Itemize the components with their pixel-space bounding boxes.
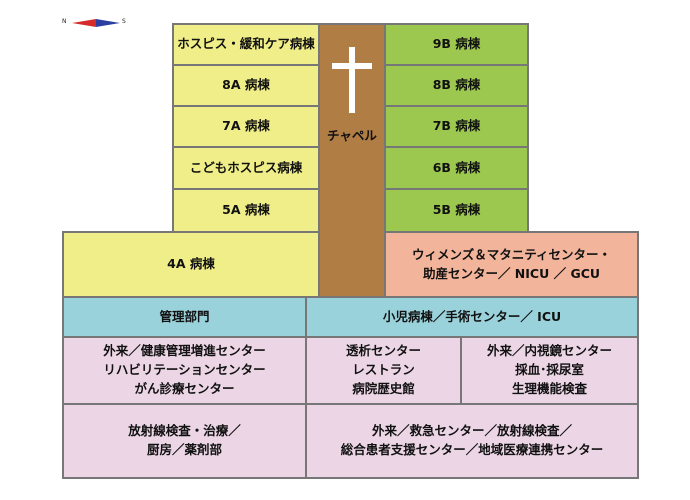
admin-dept[interactable]: 管理部門 [62,296,307,338]
emergency-center[interactable]: 外来／救急センター／放射線検査／ 総合患者支援センター／地域医療連携センター [305,403,639,479]
pediatric-surgery-icu-label: 小児病棟／手術センター／ ICU [382,308,562,324]
ward-hospice-label: ホスピス・緩和ケア病棟 [177,36,315,52]
ward-6b-label: 6B 病棟 [432,159,481,175]
womens-maternity-center-label: ウィメンズ＆マタニティセンター・ 助産センター／ NICU ／ GCU [411,246,611,281]
ward-5b-label: 5B 病棟 [432,202,481,218]
ward-8a[interactable]: 8A 病棟 [172,64,320,107]
ward-4a[interactable]: 4A 病棟 [62,231,320,298]
chapel[interactable]: チャペル [318,23,386,298]
compass-south-label: S [122,18,126,25]
dialysis-center[interactable]: 透析センター レストラン 病院歴史館 [305,336,462,405]
ward-9b-label: 9B 病棟 [432,36,481,52]
compass-needle-icon [72,19,120,27]
dialysis-center-label: 透析センター レストラン 病院歴史館 [345,343,421,396]
ward-kids-hospice[interactable]: こどもホスピス病棟 [172,146,320,190]
ward-7b[interactable]: 7B 病棟 [384,105,529,148]
ward-hospice[interactable]: ホスピス・緩和ケア病棟 [172,23,320,66]
ward-8a-label: 8A 病棟 [222,77,270,93]
chapel-label: チャペル [327,128,377,143]
emergency-center-label: 外来／救急センター／放射線検査／ 総合患者支援センター／地域医療連携センター [340,423,604,457]
compass-north-label: N [62,18,67,25]
pediatric-surgery-icu[interactable]: 小児病棟／手術センター／ ICU [305,296,639,338]
radiology-kitchen-pharmacy-label: 放射線検査・治療／ 厨房／薬剤部 [128,423,241,457]
ward-8b-label: 8B 病棟 [432,77,481,93]
radiology-kitchen-pharmacy[interactable]: 放射線検査・治療／ 厨房／薬剤部 [62,403,307,479]
ward-7a[interactable]: 7A 病棟 [172,105,320,148]
admin-dept-label: 管理部門 [159,308,210,324]
ward-5b[interactable]: 5B 病棟 [384,188,529,233]
ward-6b[interactable]: 6B 病棟 [384,146,529,190]
outpatient-health-center-label: 外来／健康管理増進センター リハビリテーションセンター がん診療センター [103,343,266,396]
ward-7b-label: 7B 病棟 [432,118,481,134]
ward-8b[interactable]: 8B 病棟 [384,64,529,107]
ward-kids-hospice-label: こどもホスピス病棟 [189,159,303,175]
ward-5a-label: 5A 病棟 [222,202,270,218]
womens-maternity-center[interactable]: ウィメンズ＆マタニティセンター・ 助産センター／ NICU ／ GCU [384,231,639,298]
endoscopy-center-label: 外来／内視鏡センター 採血･採尿室 生理機能検査 [486,343,612,396]
cross-icon [332,47,372,113]
ward-5a[interactable]: 5A 病棟 [172,188,320,233]
ward-7a-label: 7A 病棟 [222,118,270,134]
endoscopy-center[interactable]: 外来／内視鏡センター 採血･採尿室 生理機能検査 [460,336,639,405]
ward-4a-label: 4A 病棟 [167,256,215,272]
outpatient-health-center[interactable]: 外来／健康管理増進センター リハビリテーションセンター がん診療センター [62,336,307,405]
ward-9b[interactable]: 9B 病棟 [384,23,529,66]
